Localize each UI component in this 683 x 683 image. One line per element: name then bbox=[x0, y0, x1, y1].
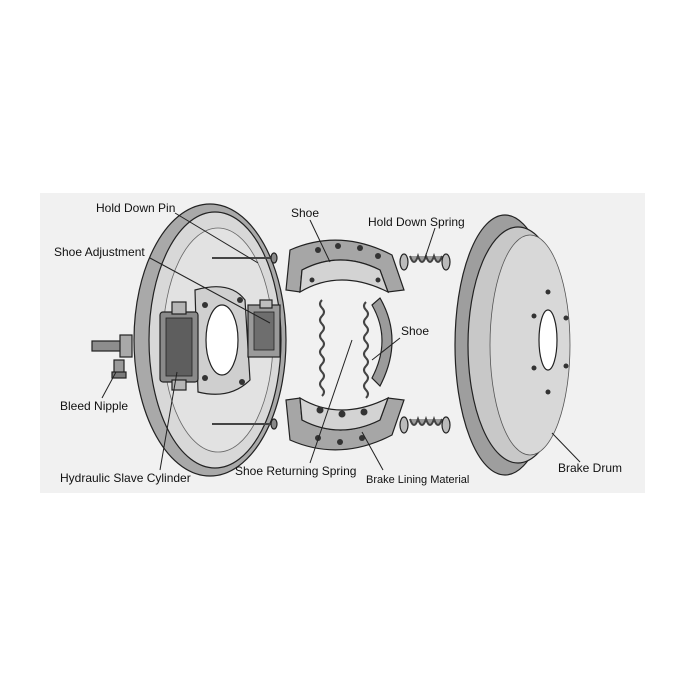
hold-down-pin-upper bbox=[212, 252, 278, 264]
label-brake-drum: Brake Drum bbox=[558, 461, 622, 475]
leader-shoe-right bbox=[371, 337, 401, 361]
brake-shoe-lower bbox=[285, 396, 405, 451]
label-brake-lining-material: Brake Lining Material bbox=[366, 474, 469, 486]
leader-lines bbox=[101, 212, 581, 471]
shoe-returning-spring-right bbox=[363, 301, 369, 399]
label-shoe-right: Shoe bbox=[401, 324, 429, 338]
brake-lining bbox=[371, 297, 393, 388]
hold-down-spring-lower bbox=[399, 415, 451, 434]
brake-drum-center-hole bbox=[538, 309, 558, 371]
hydraulic-slave-cylinder bbox=[159, 301, 199, 391]
shoe-returning-spring-left bbox=[319, 299, 325, 397]
leader-lining bbox=[361, 431, 384, 471]
backing-plate bbox=[133, 203, 287, 477]
leader-shoe-top bbox=[309, 219, 331, 263]
leader-slave-cylinder bbox=[159, 371, 178, 471]
hold-down-pin-lower bbox=[212, 418, 278, 430]
label-shoe-adjustment: Shoe Adjustment bbox=[54, 245, 145, 259]
label-hydraulic-slave-cylinder: Hydraulic Slave Cylinder bbox=[60, 471, 191, 485]
brake-drum bbox=[454, 214, 571, 476]
brake-shoe-upper bbox=[285, 239, 405, 294]
brake-line-pipe bbox=[91, 334, 133, 358]
label-shoe-returning-spring: Shoe Returning Spring bbox=[235, 464, 356, 478]
leader-brake-drum bbox=[551, 432, 581, 463]
labels: Hold Down Pin Shoe Hold Down Spring Shoe… bbox=[54, 201, 622, 486]
leader-bleed-nipple bbox=[101, 371, 117, 399]
leader-hold-down-spring bbox=[424, 227, 436, 259]
leader-hold-down-pin bbox=[174, 212, 259, 264]
leader-returning-spring bbox=[309, 339, 353, 464]
shoe-adjustment bbox=[247, 299, 281, 358]
hold-down-spring-upper bbox=[399, 252, 451, 271]
label-bleed-nipple: Bleed Nipple bbox=[60, 399, 128, 413]
label-hold-down-spring: Hold Down Spring bbox=[368, 215, 465, 229]
bleed-nipple bbox=[111, 359, 127, 379]
label-shoe-top: Shoe bbox=[291, 206, 319, 220]
label-hold-down-pin: Hold Down Pin bbox=[96, 201, 175, 215]
leader-shoe-adjustment bbox=[149, 257, 271, 324]
backing-plate-center-hole bbox=[205, 304, 239, 376]
